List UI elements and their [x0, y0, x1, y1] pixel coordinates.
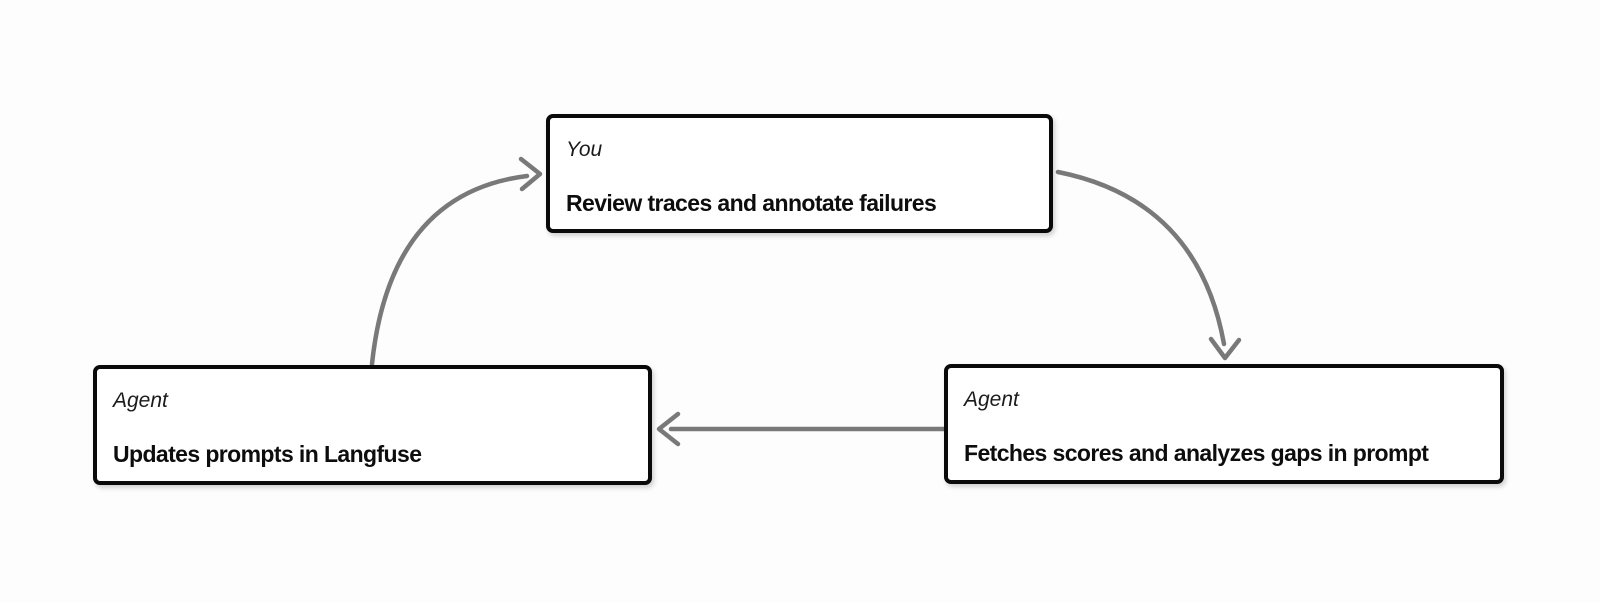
arrow-review-to-fetch-arrowhead — [1208, 336, 1242, 361]
node-review-role-label: You — [566, 138, 603, 161]
node-fetch-scores: Agent Fetches scores and analyzes gaps i… — [944, 364, 1504, 484]
node-review-traces: You Review traces and annotate failures — [546, 114, 1053, 233]
node-update-role-label: Agent — [113, 389, 168, 412]
arrow-update-to-review-arrowhead — [518, 156, 543, 192]
arrow-review-to-fetch-curve — [1055, 169, 1227, 347]
node-update-prompts: Agent Updates prompts in Langfuse — [93, 365, 652, 485]
node-update-title: Updates prompts in Langfuse — [113, 441, 422, 467]
arrow-fetch-to-update-arrowhead — [656, 411, 681, 447]
arrow-update-to-review-curve — [369, 173, 530, 367]
node-fetch-role-label: Agent — [964, 388, 1019, 411]
node-review-title: Review traces and annotate failures — [566, 190, 937, 216]
node-fetch-title: Fetches scores and analyzes gaps in prom… — [964, 440, 1429, 466]
